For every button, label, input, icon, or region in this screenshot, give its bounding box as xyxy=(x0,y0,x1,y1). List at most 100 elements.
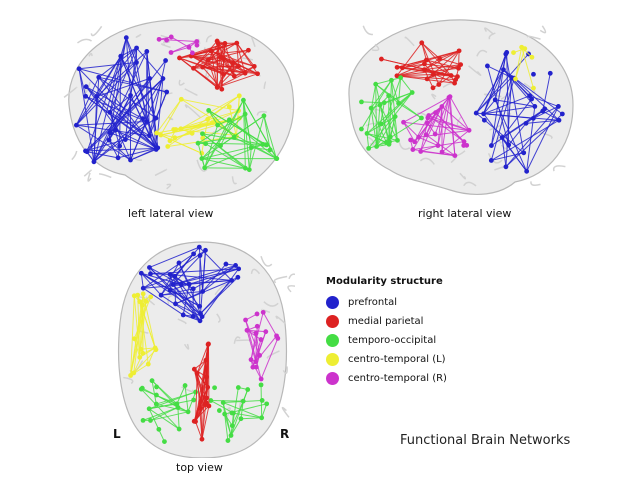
network-edge xyxy=(93,51,148,163)
network-node xyxy=(473,110,479,116)
network-module xyxy=(208,382,270,443)
network-edge xyxy=(515,47,523,80)
network-node xyxy=(165,144,171,149)
gyrus-texture xyxy=(167,294,175,305)
network-node xyxy=(83,84,89,90)
network-node xyxy=(244,327,250,333)
network-node xyxy=(134,60,139,65)
gyrus-texture xyxy=(494,166,505,171)
network-node xyxy=(523,120,529,126)
network-edge xyxy=(177,407,180,430)
gyrus-texture xyxy=(366,136,375,147)
network-node xyxy=(386,93,392,99)
network-node xyxy=(481,117,487,123)
network-node xyxy=(524,168,530,174)
network-edge xyxy=(263,115,271,150)
network-edge xyxy=(193,59,209,69)
network-node xyxy=(172,273,178,279)
network-edge xyxy=(202,133,246,169)
network-node xyxy=(107,130,113,136)
left-lateral-view xyxy=(55,10,305,210)
network-edge xyxy=(418,136,439,147)
network-node xyxy=(140,291,146,297)
network-edge xyxy=(156,403,189,413)
network-edge xyxy=(135,62,148,122)
gyrus-texture xyxy=(250,268,261,275)
network-edge xyxy=(85,86,111,113)
network-edge xyxy=(439,58,461,66)
network-node xyxy=(140,116,146,122)
network-node xyxy=(261,113,267,119)
network-node xyxy=(555,104,561,109)
centro-temporal-l-dot-icon xyxy=(326,353,339,366)
gyrus-texture xyxy=(236,339,251,342)
network-edge xyxy=(189,268,239,285)
network-node xyxy=(194,42,200,48)
left-lateral-caption: left lateral view xyxy=(128,207,214,220)
top-view-caption: top view xyxy=(176,461,223,474)
network-node xyxy=(242,70,248,76)
prefrontal-dot-icon xyxy=(326,296,339,309)
network-node xyxy=(392,114,398,119)
network-node xyxy=(223,261,229,267)
network-module xyxy=(191,341,212,442)
network-node xyxy=(236,266,242,272)
network-node xyxy=(191,65,196,71)
gyrus-texture xyxy=(216,313,221,323)
network-edge xyxy=(197,113,246,144)
gyrus-texture xyxy=(463,181,477,187)
network-node xyxy=(437,56,442,61)
network-edge xyxy=(75,77,100,126)
network-edge xyxy=(142,406,179,421)
network-node xyxy=(107,110,113,115)
gyrus-texture xyxy=(231,176,238,185)
network-node xyxy=(499,135,505,140)
network-node xyxy=(156,36,162,42)
slide-title: Functional Brain Networks xyxy=(400,433,571,448)
network-node xyxy=(199,436,205,442)
network-edge xyxy=(130,295,135,376)
network-node xyxy=(231,73,237,79)
network-edge xyxy=(187,391,197,412)
network-edge xyxy=(380,92,413,125)
network-edge xyxy=(109,37,127,113)
gyrus-texture xyxy=(476,49,488,57)
network-node xyxy=(236,63,241,69)
network-edge xyxy=(150,273,171,275)
network-edge xyxy=(376,77,402,147)
network-node xyxy=(96,74,102,80)
network-edge xyxy=(196,359,207,374)
network-node xyxy=(153,401,159,407)
network-node xyxy=(439,104,445,109)
network-edge xyxy=(210,400,234,414)
network-edge xyxy=(421,42,440,59)
network-node xyxy=(439,149,445,155)
network-edge xyxy=(160,99,182,136)
network-node xyxy=(148,271,153,277)
network-module xyxy=(138,378,199,445)
network-node xyxy=(215,41,221,46)
network-node xyxy=(257,352,263,358)
network-node xyxy=(408,137,413,143)
network-edge xyxy=(230,418,242,436)
network-edge xyxy=(109,132,157,150)
network-edge xyxy=(223,58,246,74)
legend-item-temporo-occipital: temporo-occipital xyxy=(326,332,526,349)
network-module xyxy=(177,38,260,92)
network-node xyxy=(190,286,196,292)
network-node xyxy=(140,350,146,356)
network-node xyxy=(559,111,565,117)
network-edge xyxy=(125,117,157,140)
network-node xyxy=(435,143,441,148)
network-node xyxy=(503,164,509,170)
legend-item-centro-temporal-l: centro-temporal (L) xyxy=(326,351,526,368)
gyrus-texture xyxy=(77,38,92,44)
network-node xyxy=(423,57,429,63)
network-node xyxy=(238,416,244,422)
network-node xyxy=(233,263,238,268)
network-edge xyxy=(396,63,425,77)
network-node xyxy=(366,145,372,151)
network-edge xyxy=(148,408,180,430)
network-edge xyxy=(375,84,378,147)
gyrus-texture xyxy=(263,81,267,89)
